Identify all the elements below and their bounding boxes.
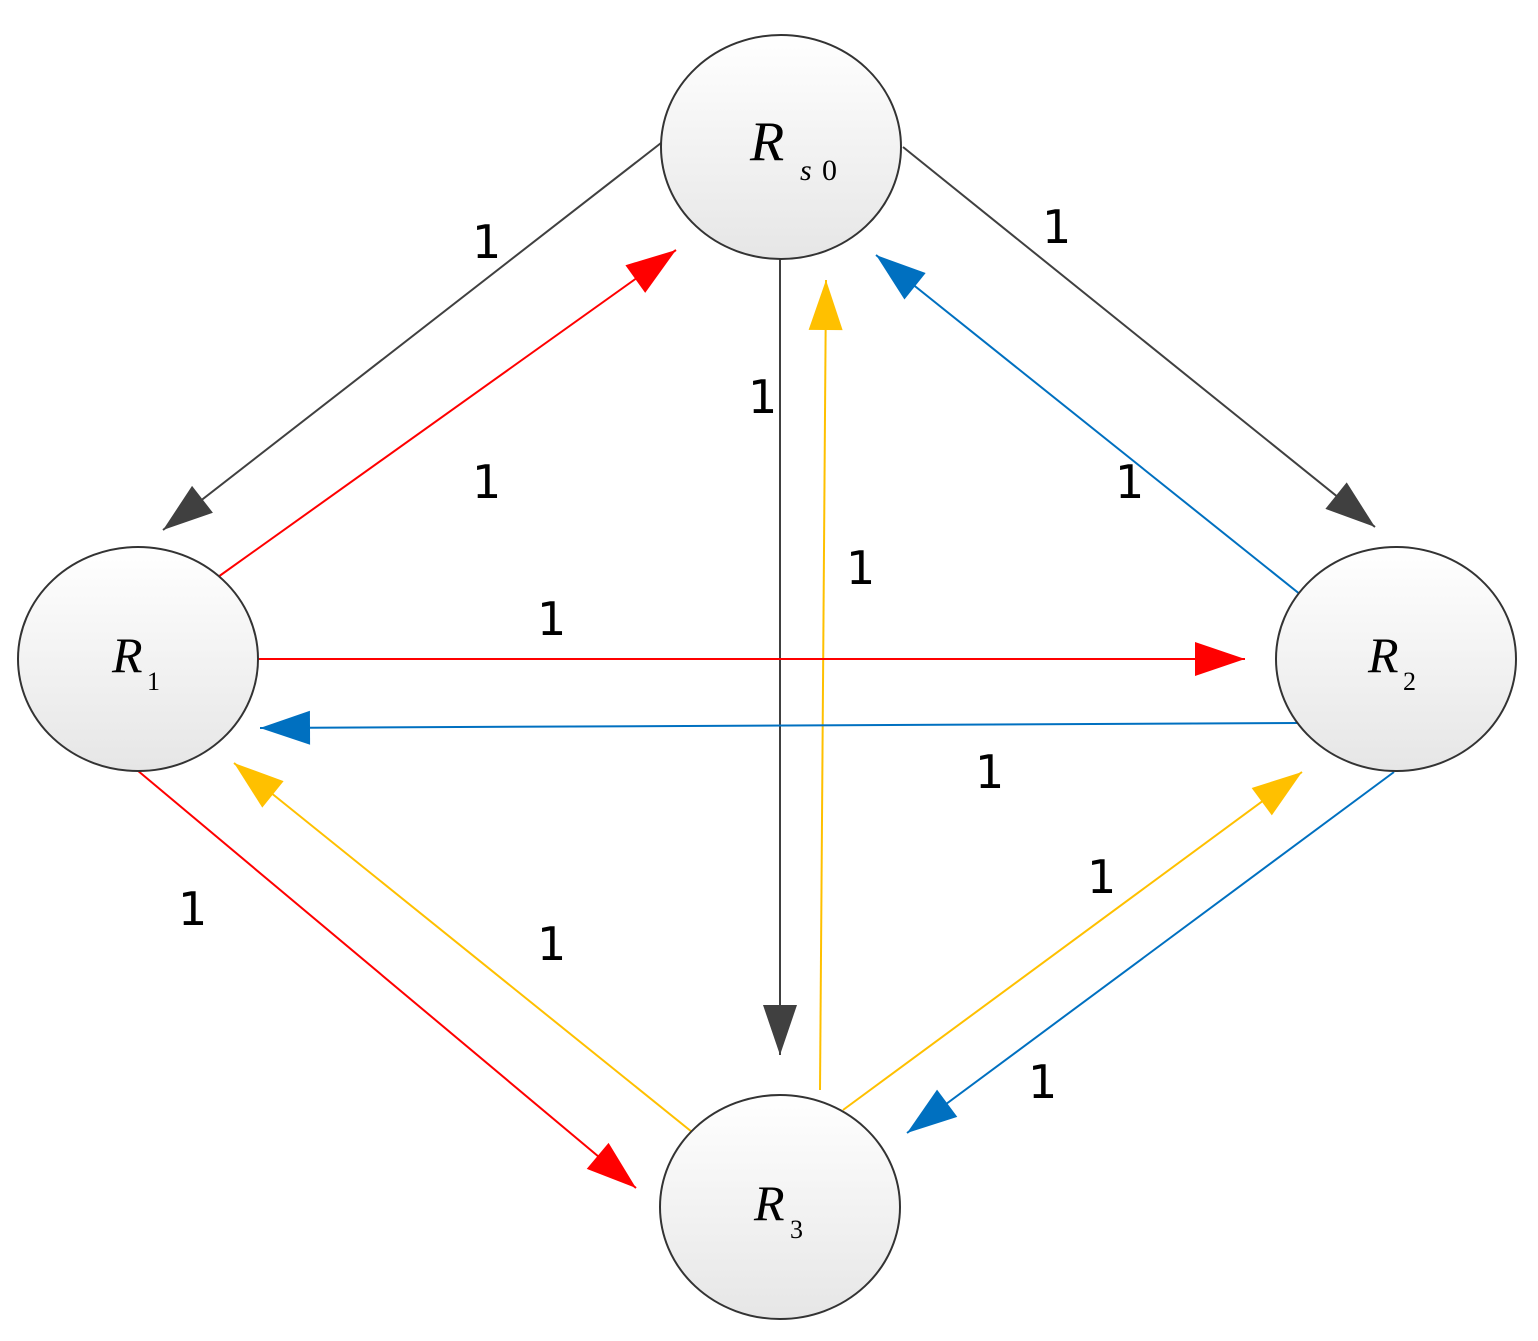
edge-r3-r1 (233, 762, 693, 1133)
node-r3-main: R (753, 1175, 785, 1231)
label-r3-r2: 1 (1087, 850, 1116, 904)
arrowhead-rs0-r1 (163, 485, 213, 530)
edge-r3-rs0 (819, 279, 827, 1091)
label-rs0-r1: 1 (472, 215, 501, 269)
edge-rs0-r1 (162, 142, 662, 531)
label-r2-r1: 1 (975, 745, 1004, 799)
edge-rs0-r2 (902, 146, 1376, 528)
node-r2-main: R (1367, 627, 1399, 683)
node-r1[interactable]: R 1 (17, 546, 259, 772)
label-r3-rs0: 1 (846, 541, 875, 595)
node-r3-circle[interactable] (659, 1094, 901, 1320)
arrowhead-r1-rs0 (625, 250, 676, 293)
node-r2-sub: 2 (1403, 667, 1416, 696)
arrowhead-r3-rs0 (808, 280, 843, 331)
arrowhead-rs0-r2 (1325, 482, 1375, 527)
edge-labels: 1 1 1 1 1 1 1 1 1 1 1 1 (178, 200, 1144, 1109)
node-r1-main: R (111, 627, 143, 683)
label-r2-rs0: 1 (1115, 455, 1144, 509)
arrowhead-r3-r2 (1251, 772, 1302, 816)
label-r1-r2: 1 (537, 592, 566, 646)
edge-r1-rs0 (217, 249, 677, 578)
node-rs0-sub: s (800, 154, 812, 187)
arrowhead-r2-rs0 (876, 255, 926, 300)
arrowheads (163, 250, 1375, 1188)
node-r3-sub: 3 (790, 1215, 803, 1244)
label-r3-r1: 1 (537, 917, 566, 971)
edge-r2-rs0 (875, 254, 1312, 604)
node-r1-circle[interactable] (17, 546, 259, 772)
label-r1-rs0: 1 (472, 455, 501, 509)
arrowhead-r1-r2 (1195, 642, 1245, 676)
node-r2-circle[interactable] (1275, 546, 1517, 772)
node-r2[interactable]: R 2 (1275, 546, 1517, 772)
arrowhead-r3-r1 (234, 763, 284, 808)
label-r2-r3: 1 (1028, 1055, 1057, 1109)
node-rs0-sub2: 0 (822, 154, 837, 187)
edges (136, 142, 1395, 1189)
label-rs0-r2: 1 (1042, 200, 1071, 254)
node-rs0-main: R (749, 111, 784, 173)
arrowhead-r1-r3 (586, 1142, 636, 1188)
edge-r1-r3 (136, 769, 637, 1189)
node-r1-sub: 1 (147, 667, 160, 696)
node-rs0[interactable]: R s 0 (660, 34, 902, 260)
arrowhead-r2-r3 (907, 1089, 958, 1133)
arrowhead-r2-r1 (260, 710, 311, 745)
label-rs0-r3: 1 (748, 370, 777, 424)
label-r1-r3: 1 (178, 882, 207, 936)
edge-r2-r3 (906, 771, 1395, 1134)
edge-r3-r2 (842, 771, 1303, 1111)
node-rs0-circle[interactable] (660, 34, 902, 260)
arrowhead-rs0-r3 (763, 1005, 797, 1055)
edge-r2-r1 (259, 722, 1299, 729)
node-r3[interactable]: R 3 (659, 1094, 901, 1320)
